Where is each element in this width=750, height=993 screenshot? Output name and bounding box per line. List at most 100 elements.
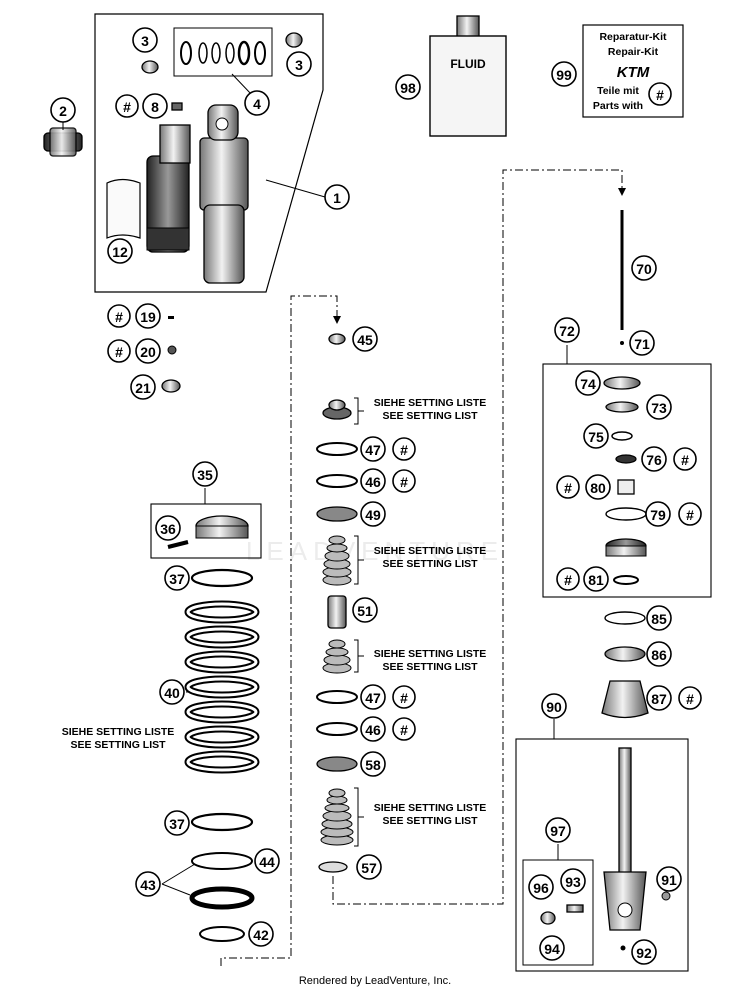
callout-46: 46 <box>360 468 386 494</box>
callout-number: 70 <box>636 261 652 277</box>
setting-note-4-line2: SEE SETTING LIST <box>382 815 478 827</box>
hash-symbol: # <box>115 309 123 325</box>
seal-kit-box <box>173 27 273 77</box>
callout-number: 58 <box>365 757 381 773</box>
callout-20: 20 <box>135 338 161 364</box>
callout-75: 75 <box>583 423 609 449</box>
setting-note-spring: SIEHE SETTING LISTE SEE SETTING LIST <box>50 726 186 752</box>
callout-81: 81 <box>583 566 609 592</box>
callout-12: 12 <box>107 238 133 264</box>
hash-symbol: # <box>656 87 664 103</box>
callout-number: 51 <box>357 603 373 619</box>
callout-57: 57 <box>356 854 382 880</box>
hash-marker: # <box>673 447 697 471</box>
hash-marker: # <box>392 437 416 461</box>
part-21 <box>161 379 181 393</box>
hash-symbol: # <box>400 690 408 706</box>
callout-76: 76 <box>641 446 667 472</box>
hash-symbol: # <box>400 722 408 738</box>
hash-marker: # <box>115 94 139 118</box>
callout-number: 91 <box>661 872 677 888</box>
callout-number: 37 <box>169 816 185 832</box>
cap-86 <box>604 646 646 662</box>
callout-46: 46 <box>360 716 386 742</box>
hash-marker: # <box>678 502 702 526</box>
setting-note-4-line1: SIEHE SETTING LISTE <box>373 802 487 814</box>
callout-2: 2 <box>50 97 76 123</box>
callout-number: 21 <box>135 380 151 396</box>
spring-section <box>150 488 262 942</box>
callout-85: 85 <box>646 605 672 631</box>
setting-note-spring-line1: SIEHE SETTING LISTE <box>61 726 175 738</box>
callout-number: 8 <box>151 99 159 115</box>
callout-97: 97 <box>545 817 571 843</box>
callout-number: 3 <box>295 57 303 73</box>
repair-kit-brand: KTM <box>617 64 650 81</box>
screw-8 <box>171 102 183 111</box>
callout-21: 21 <box>130 374 156 400</box>
setting-note-1-line2: SEE SETTING LIST <box>382 410 478 422</box>
callout-74: 74 <box>575 370 601 396</box>
cap-left <box>141 60 159 74</box>
fluid-bottle: FLUID <box>429 15 507 137</box>
shock-assembly-group <box>94 13 326 293</box>
callout-number: 72 <box>559 323 575 339</box>
callout-19: 19 <box>135 303 161 329</box>
ring-44 <box>191 852 253 870</box>
setting-note-2: SIEHE SETTING LISTE SEE SETTING LIST <box>362 545 498 571</box>
watermark: LEADVENTURE <box>246 536 504 566</box>
callout-number: 46 <box>365 722 381 738</box>
callout-number: 99 <box>556 67 572 83</box>
hash-symbol: # <box>115 344 123 360</box>
callout-47: 47 <box>360 684 386 710</box>
hash-symbol: # <box>564 480 572 496</box>
shock-body <box>199 104 249 284</box>
callout-number: 90 <box>546 699 562 715</box>
callout-number: 87 <box>651 691 667 707</box>
piston-rod-51 <box>327 595 347 629</box>
ring-43 <box>189 886 255 910</box>
setting-note-2-line1: SIEHE SETTING LISTE <box>373 545 487 557</box>
hash-marker: # <box>107 339 131 363</box>
footer-credit: Rendered by LeadVenture, Inc. <box>298 975 452 987</box>
fluid-label: FLUID <box>450 57 486 71</box>
setting-note-2-line2: SEE SETTING LIST <box>382 558 478 570</box>
part-2-adjuster <box>43 127 83 157</box>
hash-marker: # <box>556 567 580 591</box>
callout-number: 86 <box>651 647 667 663</box>
callout-number: 4 <box>253 96 261 112</box>
callout-91: 91 <box>656 866 682 892</box>
callout-number: 47 <box>365 690 381 706</box>
routing-line-left <box>220 295 338 966</box>
callout-37: 37 <box>164 810 190 836</box>
bumper-87 <box>601 680 649 719</box>
callout-40: 40 <box>159 679 185 705</box>
hash-marker: # <box>556 475 580 499</box>
callout-number: 85 <box>651 611 667 627</box>
callout-49: 49 <box>360 501 386 527</box>
nut-box <box>150 503 262 559</box>
callout-number: 97 <box>550 823 566 839</box>
repair-kit-line3: Teile mit <box>597 85 639 97</box>
shield-12 <box>106 178 141 239</box>
callout-number: 49 <box>365 507 381 523</box>
spring-washer-bottom <box>190 812 254 832</box>
callout-94: 94 <box>539 935 565 961</box>
setting-note-spring-line2: SEE SETTING LIST <box>70 739 166 751</box>
hash-marker: # <box>107 304 131 328</box>
callout-1: 1 <box>324 184 350 210</box>
setting-note-3-line2: SEE SETTING LIST <box>382 661 478 673</box>
hash-symbol: # <box>400 442 408 458</box>
callout-86: 86 <box>646 641 672 667</box>
callout-number: 20 <box>140 344 156 360</box>
callout-93: 93 <box>560 868 586 894</box>
callout-90: 90 <box>541 693 567 719</box>
callout-number: 57 <box>361 860 377 876</box>
callout-number: 42 <box>253 927 269 943</box>
callout-36: 36 <box>155 515 181 541</box>
hash-symbol: # <box>564 572 572 588</box>
hash-symbol: # <box>681 452 689 468</box>
callout-51: 51 <box>352 597 378 623</box>
setting-note-3-line1: SIEHE SETTING LISTE <box>373 648 487 660</box>
